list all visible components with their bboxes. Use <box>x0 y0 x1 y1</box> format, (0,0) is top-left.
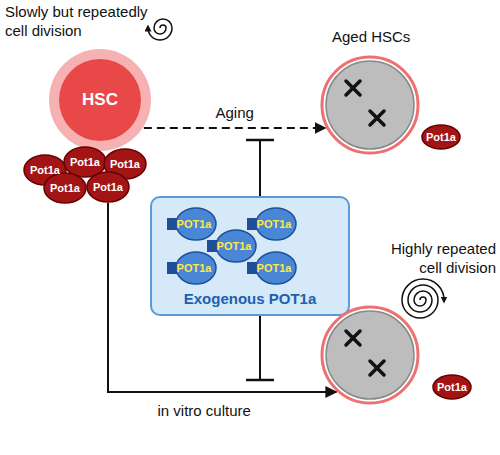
inhibition-line <box>259 140 261 196</box>
node-label: POT1a <box>251 251 297 285</box>
stem-cell-circle: Slowly but repeatedly cell divisionHSC <box>48 48 152 152</box>
node-label: Pot1a <box>86 171 130 203</box>
node-label: Exogenous POT1a <box>152 290 348 307</box>
node-outline <box>320 305 420 405</box>
division-spiral <box>402 279 444 318</box>
protein-blob: Pot1a <box>43 172 87 204</box>
cell-heading: Highly repeated cell division <box>378 239 496 277</box>
node-label: Pot1a <box>63 146 107 178</box>
node-label: POT1a <box>211 229 257 263</box>
node-label: Pot1a <box>432 374 472 400</box>
inhibition-bar <box>246 139 274 142</box>
protein-blob: POT1a <box>167 207 217 241</box>
cell-heading: Aged HSCs <box>332 27 410 46</box>
treatment-box: Exogenous POT1aPOT1aPOT1aPOT1aPOT1aPOT1a <box>150 196 350 316</box>
edge-label: Aging <box>216 104 254 121</box>
cell-heading: Slowly but repeatedly cell division <box>5 2 155 40</box>
node-label: Pot1a <box>23 154 67 186</box>
protein-blob: Pot1a <box>421 124 461 150</box>
dashed-arrow <box>144 127 326 129</box>
protein-blob: Pot1a <box>103 148 147 180</box>
node-label: HSC <box>48 48 152 152</box>
protein-blob: Pot1a <box>86 171 130 203</box>
protein-blob: Pot1a <box>432 374 472 400</box>
edge-label: in vitro culture <box>157 402 250 419</box>
division-spiral <box>148 19 172 40</box>
node-label: POT1a <box>171 207 217 241</box>
dividing-cell-circle: Highly repeated cell division <box>320 305 420 405</box>
inhibition-line <box>259 316 261 380</box>
protein-blob: POT1a <box>247 207 297 241</box>
inhibition-bar <box>246 379 274 382</box>
node-label: Pot1a <box>421 124 461 150</box>
protein-blob: POT1a <box>247 251 297 285</box>
aged-cell-circle: Aged HSCs <box>320 55 420 155</box>
node-label: POT1a <box>171 251 217 285</box>
protein-blob: POT1a <box>207 229 257 263</box>
node-label: Pot1a <box>103 148 147 180</box>
node-label: POT1a <box>251 207 297 241</box>
protein-blob: Pot1a <box>63 146 107 178</box>
node-outline <box>320 55 420 155</box>
protein-blob: Pot1a <box>23 154 67 186</box>
node-label: Pot1a <box>43 172 87 204</box>
protein-blob: POT1a <box>167 251 217 285</box>
